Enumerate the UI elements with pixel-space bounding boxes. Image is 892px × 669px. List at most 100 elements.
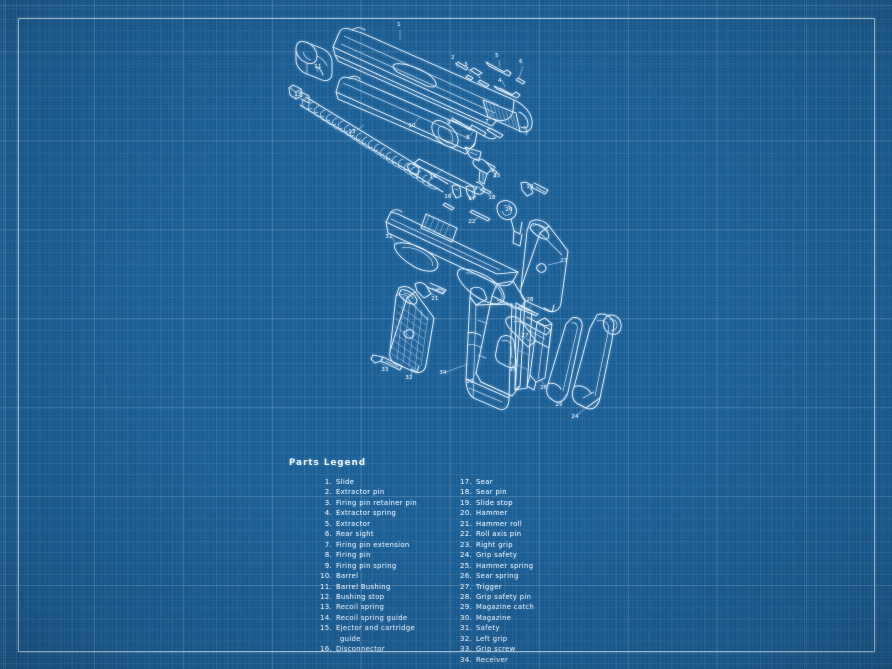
legend-item-label: Barrel Bushing <box>336 582 391 591</box>
callout-number: 22 <box>468 219 475 225</box>
callout-number: 7 <box>485 119 489 125</box>
callout-number: 26 <box>540 385 548 391</box>
callout-number: 29 <box>509 367 517 373</box>
legend-item-label: Extractor pin <box>336 488 385 497</box>
legend-item-number: 18. <box>460 488 472 497</box>
legend-item-label: Firing pin retainer pin <box>336 498 417 507</box>
legend-item-number: 31. <box>460 624 472 633</box>
legend-item: 6. Rear sight <box>317 529 467 539</box>
parts-safety-hammer-roll <box>414 282 447 299</box>
legend-item-label: Sear pin <box>476 488 507 497</box>
part-sear-spring <box>526 317 553 391</box>
callout-number: 23 <box>560 258 567 264</box>
legend-item: 24.Grip safety <box>457 550 617 560</box>
legend-item-number: 1. <box>324 478 332 486</box>
legend-item-number: 9. <box>324 561 332 570</box>
legend-item-number: 27. <box>460 582 472 591</box>
legend-item-label: Barrel <box>336 572 359 581</box>
legend-item: 8. Firing pin <box>317 550 467 560</box>
callout-number: 2 <box>451 55 455 61</box>
legend-item-label: Grip safety pin <box>476 592 532 601</box>
parts-extractor-group <box>455 61 526 99</box>
legend-item-label: Slide stop <box>476 498 513 507</box>
legend-item-label: Trigger <box>476 582 502 591</box>
legend-item-number: 8. <box>324 551 332 560</box>
callout-number: 33 <box>381 367 388 373</box>
legend-item: 17.Sear <box>457 477 617 487</box>
callout-number: 27 <box>521 333 528 339</box>
callout-number: 3 <box>464 62 468 68</box>
legend-item: 34.Receiver <box>457 655 617 665</box>
legend-item: 28.Grip safety pin <box>457 592 617 602</box>
legend-item-number: 12. <box>320 592 332 601</box>
legend-item-label: Disconnector <box>336 645 385 654</box>
callout-number: 11 <box>314 64 321 70</box>
legend-item-label: Sear spring <box>476 572 519 581</box>
legend-item-number: 2. <box>324 488 332 497</box>
legend-item-label: Magazine <box>476 613 512 622</box>
legend-item-number: 32. <box>460 634 472 643</box>
part-barrel <box>335 75 482 162</box>
callout-number: 13 <box>348 129 355 135</box>
callout-number: 17 <box>468 196 475 202</box>
legend-item-label: Grip screw <box>476 645 516 654</box>
part-recoil-spring-guide <box>407 158 485 195</box>
part-recoil-spring <box>299 96 449 193</box>
legend-item-number: 6. <box>324 530 332 539</box>
callout-number: 21 <box>431 296 438 302</box>
legend-item-label: Hammer <box>476 509 508 518</box>
callout-number: 30 <box>466 379 474 385</box>
legend-item: 23.Right grip <box>457 540 617 550</box>
legend-item-number: 33. <box>460 645 472 654</box>
legend-item: 33. Grip screw <box>457 644 617 654</box>
legend-item: 22. Roll axis pin <box>457 529 617 539</box>
legend-item: 10.Barrel <box>317 571 467 581</box>
legend-item-label: Roll axis pin <box>476 530 522 539</box>
legend-item-number: 7. <box>324 540 332 549</box>
legend-item-label: Rear sight <box>336 530 374 539</box>
callout-number: 24 <box>571 414 579 420</box>
callout-number: 31 <box>385 234 392 240</box>
callout-number: 25 <box>555 402 562 408</box>
callout-number: 20 <box>505 207 513 213</box>
legend-item: 25.Hammer spring <box>457 561 617 571</box>
callout-number: 19 <box>526 184 534 190</box>
legend-item-label: Firing pin spring <box>336 561 397 570</box>
legend-item: 32.Left grip <box>457 634 617 644</box>
legend-item: 14. Recoil spring guide <box>317 613 467 623</box>
legend-item: 2. Extractor pin <box>317 487 467 497</box>
legend-item: 31. Safety <box>457 623 617 633</box>
legend-title: Parts Legend <box>289 458 367 468</box>
legend-item-number: 22. <box>460 530 472 539</box>
legend-item-number: 5. <box>324 519 332 528</box>
legend-item-label: Recoil spring guide <box>336 613 408 622</box>
legend-item-number: 19. <box>460 498 472 507</box>
part-magazine-catch <box>495 335 517 369</box>
legend-item-label: Safety <box>476 624 500 633</box>
legend-item: 4.Extractor spring <box>317 508 467 518</box>
part-receiver <box>385 209 533 397</box>
legend-item: 3. Firing pin retainer pin <box>317 498 467 508</box>
legend-item: 1.Slide <box>317 477 467 487</box>
callout-number: 15 <box>493 173 500 179</box>
legend-item-label: Firing pin extension <box>336 540 410 549</box>
part-bushing-stop <box>288 84 310 104</box>
legend-item-label: Hammer spring <box>476 561 534 570</box>
legend-item-number: 17. <box>460 478 472 486</box>
legend-item-number: 13. <box>320 603 332 612</box>
callout-number: 9 <box>447 120 451 126</box>
callout-number: 5 <box>495 53 499 59</box>
legend-item: 16.Disconnector <box>317 644 467 654</box>
part-hammer-spring <box>546 317 583 403</box>
legend-item-number: 14. <box>320 613 332 622</box>
legend-item: 21.Hammer roll <box>457 519 617 529</box>
legend-item: 5.Extractor <box>317 519 467 529</box>
legend-item-number: 3. <box>324 498 332 507</box>
legend-item-label: Magazine catch <box>476 603 535 612</box>
legend-item-label: Firing pin <box>336 551 371 560</box>
part-left-grip <box>389 286 435 374</box>
parts-fire-control <box>442 181 549 247</box>
